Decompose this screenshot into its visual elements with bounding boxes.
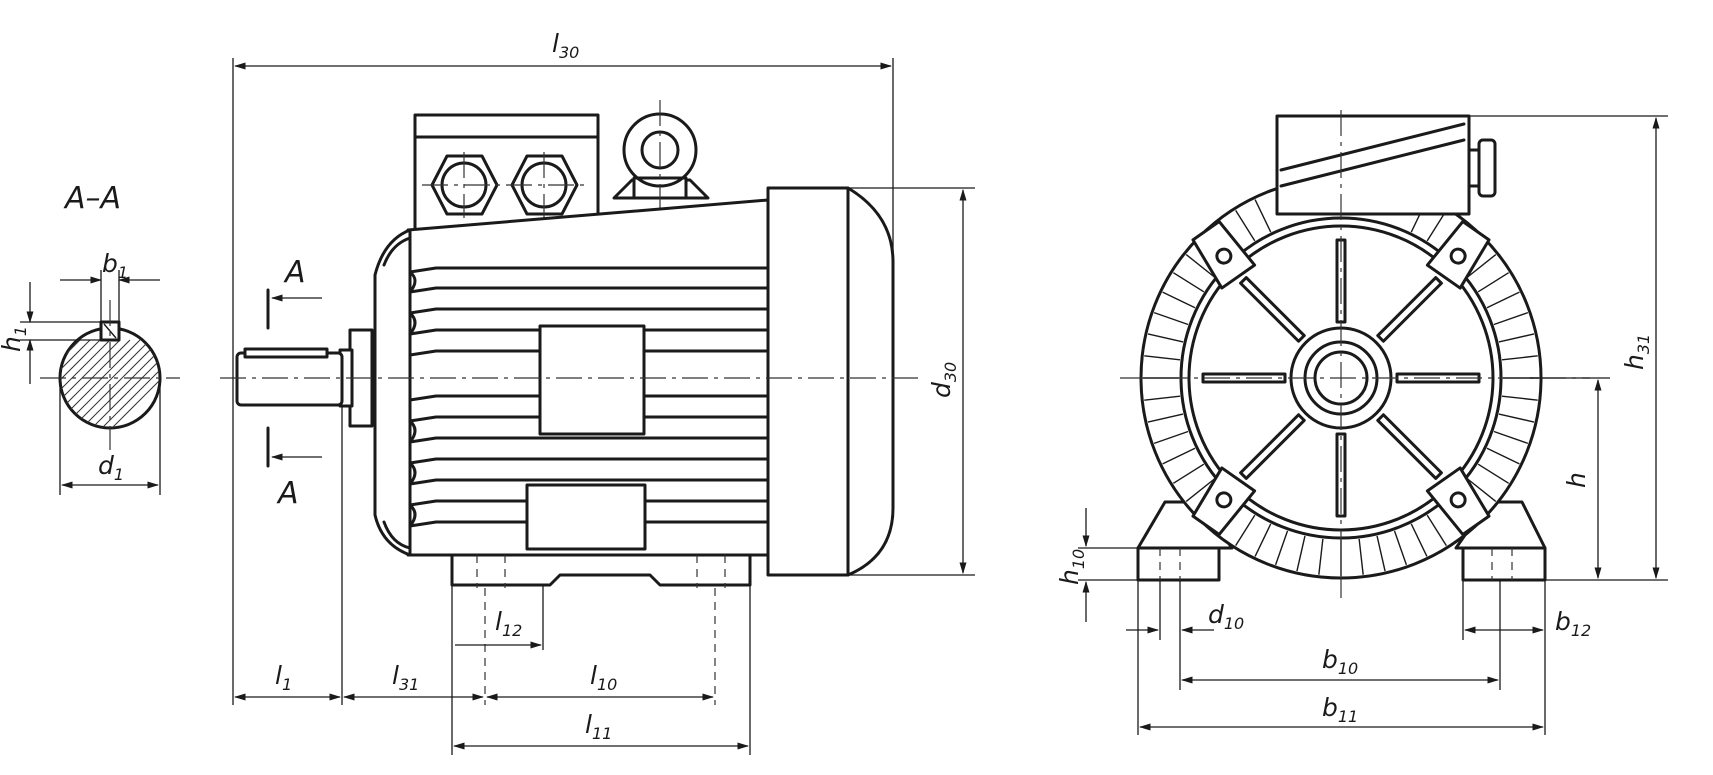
cooling-fin bbox=[1162, 447, 1196, 465]
svg-text:l12: l12 bbox=[495, 607, 522, 640]
dim-h1: h1 bbox=[0, 282, 101, 384]
cooling-fin bbox=[1235, 514, 1256, 547]
svg-text:l10: l10 bbox=[590, 661, 617, 694]
cooling-fin bbox=[1172, 463, 1205, 484]
fan-cover-face bbox=[1187, 224, 1495, 532]
svg-text:l11: l11 bbox=[585, 710, 612, 743]
cooling-fin bbox=[1147, 413, 1184, 423]
dim-h10: h10 bbox=[1055, 508, 1138, 622]
dim-l30: l30 bbox=[232, 29, 894, 705]
lifting-eye bbox=[612, 100, 710, 210]
cooling-fin bbox=[1162, 291, 1196, 309]
front-terminal-box bbox=[1275, 114, 1497, 216]
cooling-fin bbox=[1147, 333, 1184, 343]
svg-text:h31: h31 bbox=[1620, 334, 1653, 370]
cooling-fin bbox=[1467, 254, 1497, 278]
fan-cover-slot bbox=[1239, 413, 1306, 480]
svg-text:A: A bbox=[283, 255, 306, 290]
section-marker-top: A bbox=[266, 255, 322, 330]
svg-text:l30: l30 bbox=[552, 29, 579, 62]
svg-text:d10: d10 bbox=[1208, 600, 1244, 633]
cooling-fin bbox=[1493, 430, 1529, 445]
svg-text:b12: b12 bbox=[1555, 607, 1591, 640]
dim-b11: b11 bbox=[1138, 693, 1545, 731]
section-marker-bottom: A bbox=[266, 426, 322, 511]
cooling-fin bbox=[1318, 538, 1324, 575]
svg-text:b1: b1 bbox=[102, 249, 128, 282]
cooling-fin bbox=[1498, 413, 1535, 423]
cooling-fin bbox=[1493, 311, 1529, 326]
cooling-fin bbox=[1498, 333, 1535, 343]
cooling-fin bbox=[1254, 523, 1272, 557]
svg-text:l31: l31 bbox=[392, 661, 419, 694]
dim-b12: b12 bbox=[1463, 607, 1591, 640]
name-plate bbox=[538, 324, 646, 436]
shaft bbox=[235, 328, 374, 428]
front-feet bbox=[1136, 500, 1547, 582]
fan-cover-slot bbox=[1335, 432, 1347, 518]
svg-text:b11: b11 bbox=[1322, 693, 1358, 726]
cooling-fin bbox=[1358, 538, 1364, 575]
svg-text:A: A bbox=[276, 476, 299, 511]
cooling-fin bbox=[1172, 272, 1205, 293]
dim-l10: l10 bbox=[485, 661, 715, 701]
dim-d10: d10 bbox=[1126, 600, 1244, 634]
cooling-fin bbox=[1376, 535, 1386, 572]
dim-b10: b10 bbox=[1180, 645, 1500, 684]
svg-text:b10: b10 bbox=[1322, 645, 1358, 678]
cooling-fin bbox=[1501, 395, 1538, 401]
cooling-fin bbox=[1393, 530, 1408, 566]
svg-text:h: h bbox=[1562, 472, 1591, 488]
dim-l11: l11 bbox=[452, 710, 750, 750]
section-a-a-view: A–A bbox=[0, 181, 180, 495]
cooling-fin bbox=[1185, 478, 1215, 502]
side-view: A A l30 d30 bbox=[220, 29, 975, 755]
cooling-fin bbox=[1477, 272, 1510, 293]
svg-text:l1: l1 bbox=[275, 661, 292, 694]
cooling-fin bbox=[1486, 447, 1520, 465]
cooling-fin bbox=[1185, 254, 1215, 278]
cooling-fin bbox=[1467, 478, 1497, 502]
cooling-fin bbox=[1144, 355, 1181, 361]
cooling-fin bbox=[1274, 530, 1289, 566]
cooling-fin bbox=[1426, 514, 1447, 547]
fan-cover-slot bbox=[1201, 372, 1287, 384]
svg-text:d1: d1 bbox=[98, 451, 124, 484]
dim-l1: l1 bbox=[233, 661, 342, 701]
cooling-fin bbox=[1144, 395, 1181, 401]
svg-text:h10: h10 bbox=[1055, 549, 1088, 585]
fan-cover bbox=[766, 186, 895, 577]
cooling-fin bbox=[1254, 199, 1272, 233]
fan-cover-slot bbox=[1376, 413, 1443, 480]
dim-l31: l31 bbox=[342, 661, 485, 701]
fan-cover-slot bbox=[1239, 276, 1306, 343]
bolt-lugs bbox=[1191, 220, 1491, 536]
cooling-fin bbox=[1477, 463, 1510, 484]
shaft-cross-section bbox=[40, 300, 180, 450]
dim-d30: d30 bbox=[848, 187, 975, 576]
dim-l12: l12 bbox=[455, 607, 543, 649]
dim-h31: h31 bbox=[1469, 115, 1668, 581]
svg-text:d30: d30 bbox=[927, 362, 960, 398]
dim-d1: d1 bbox=[59, 378, 161, 495]
fan-cover-slot bbox=[1376, 276, 1443, 343]
mounting-feet bbox=[450, 553, 752, 588]
cooling-fin bbox=[1410, 523, 1428, 557]
dim-b1: b1 bbox=[60, 249, 160, 322]
cooling-fin bbox=[1235, 209, 1256, 242]
front-view: h31 h h10 d10 bbox=[1055, 110, 1668, 735]
section-title: A–A bbox=[63, 181, 121, 216]
cooling-fin bbox=[1153, 311, 1189, 326]
cooling-fin bbox=[1296, 535, 1306, 572]
dim-h: h bbox=[1530, 377, 1610, 580]
svg-text:h1: h1 bbox=[0, 326, 30, 352]
cooling-fin bbox=[1153, 430, 1189, 445]
cooling-fin bbox=[1486, 291, 1520, 309]
stator-housing bbox=[373, 198, 770, 557]
terminal-box bbox=[413, 113, 600, 234]
cooling-fin bbox=[1501, 355, 1538, 361]
